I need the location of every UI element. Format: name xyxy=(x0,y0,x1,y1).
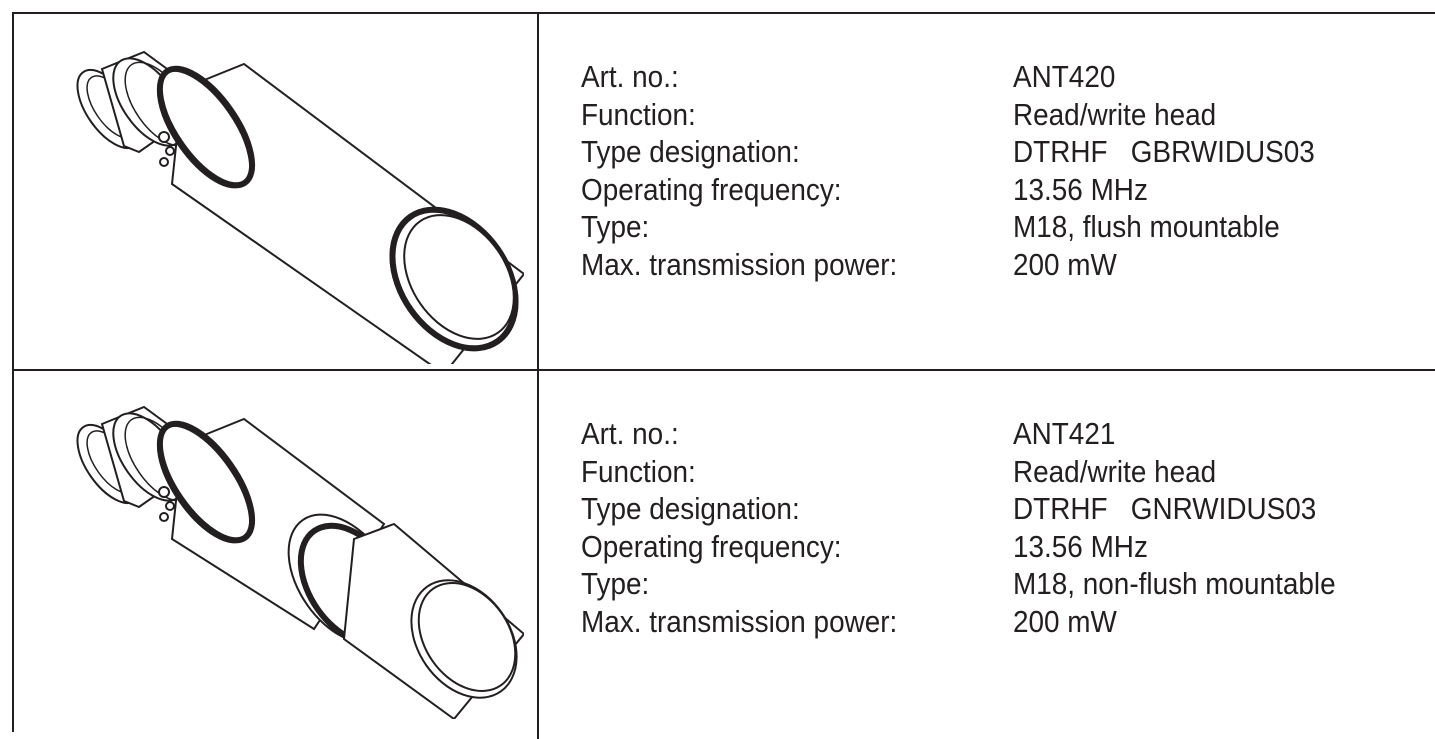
spec-value: ANT421 xyxy=(1013,416,1116,451)
spec-line-type: Type: M18, flush mountable xyxy=(581,208,1315,246)
spec-label: Operating frequency: xyxy=(581,528,842,564)
product-row-ant421: Art. no.: ANT421 Function: Read/write he… xyxy=(14,369,1435,739)
spec-value: M18, flush mountable xyxy=(1013,209,1280,244)
spec-value: 13.56 MHz xyxy=(1013,528,1148,564)
spec-line-function: Function: Read/write head xyxy=(581,453,1336,491)
spec-value: M18, non-flush mountable xyxy=(1013,566,1336,601)
spec-value: 200 mW xyxy=(1013,246,1117,282)
spec-line-max-transmission-power: Max. transmission power: 200 mW xyxy=(581,246,1315,284)
spec-list: Art. no.: ANT420 Function: Read/write he… xyxy=(581,58,1315,283)
spec-label: Art. no.: xyxy=(581,59,679,94)
spec-label: Type: xyxy=(581,209,650,244)
spec-label: Max. transmission power: xyxy=(581,246,898,282)
spec-value: Read/write head xyxy=(1013,96,1217,132)
spec-value: DTRHF GBRWIDUS03 xyxy=(1013,134,1315,169)
spec-label: Type: xyxy=(581,566,650,601)
column-divider xyxy=(537,14,539,369)
product-spec-table: Art. no.: ANT420 Function: Read/write he… xyxy=(12,12,1435,739)
spec-label: Type designation: xyxy=(581,134,800,169)
spec-list: Art. no.: ANT421 Function: Read/write he… xyxy=(581,415,1336,640)
spec-value: Read/write head xyxy=(1013,453,1217,489)
spec-line-type-designation: Type designation: DTRHF GNRWIDUS03 xyxy=(581,490,1336,528)
spec-value: 13.56 MHz xyxy=(1013,171,1148,207)
spec-line-type: Type: M18, non-flush mountable xyxy=(581,565,1336,603)
spec-line-operating-frequency: Operating frequency: 13.56 MHz xyxy=(581,528,1336,566)
spec-line-operating-frequency: Operating frequency: 13.56 MHz xyxy=(581,171,1315,209)
spec-label: Art. no.: xyxy=(581,416,679,451)
non-flush-read-write-head-icon xyxy=(76,405,524,719)
product-row-ant420: Art. no.: ANT420 Function: Read/write he… xyxy=(14,14,1435,371)
spec-line-max-transmission-power: Max. transmission power: 200 mW xyxy=(581,603,1336,641)
flush-read-write-head-icon xyxy=(76,50,524,364)
spec-line-art-no: Art. no.: ANT421 xyxy=(581,415,1336,453)
spec-line-function: Function: Read/write head xyxy=(581,96,1315,134)
spec-label: Function: xyxy=(581,96,696,132)
spec-value: DTRHF GNRWIDUS03 xyxy=(1013,491,1317,526)
spec-label: Operating frequency: xyxy=(581,171,842,207)
column-divider xyxy=(537,369,539,739)
spec-line-type-designation: Type designation: DTRHF GBRWIDUS03 xyxy=(581,133,1315,171)
spec-value: 200 mW xyxy=(1013,603,1117,639)
spec-label: Type designation: xyxy=(581,491,800,526)
spec-value: ANT420 xyxy=(1013,59,1116,94)
spec-label: Max. transmission power: xyxy=(581,603,898,639)
spec-label: Function: xyxy=(581,453,696,489)
spec-line-art-no: Art. no.: ANT420 xyxy=(581,58,1315,96)
